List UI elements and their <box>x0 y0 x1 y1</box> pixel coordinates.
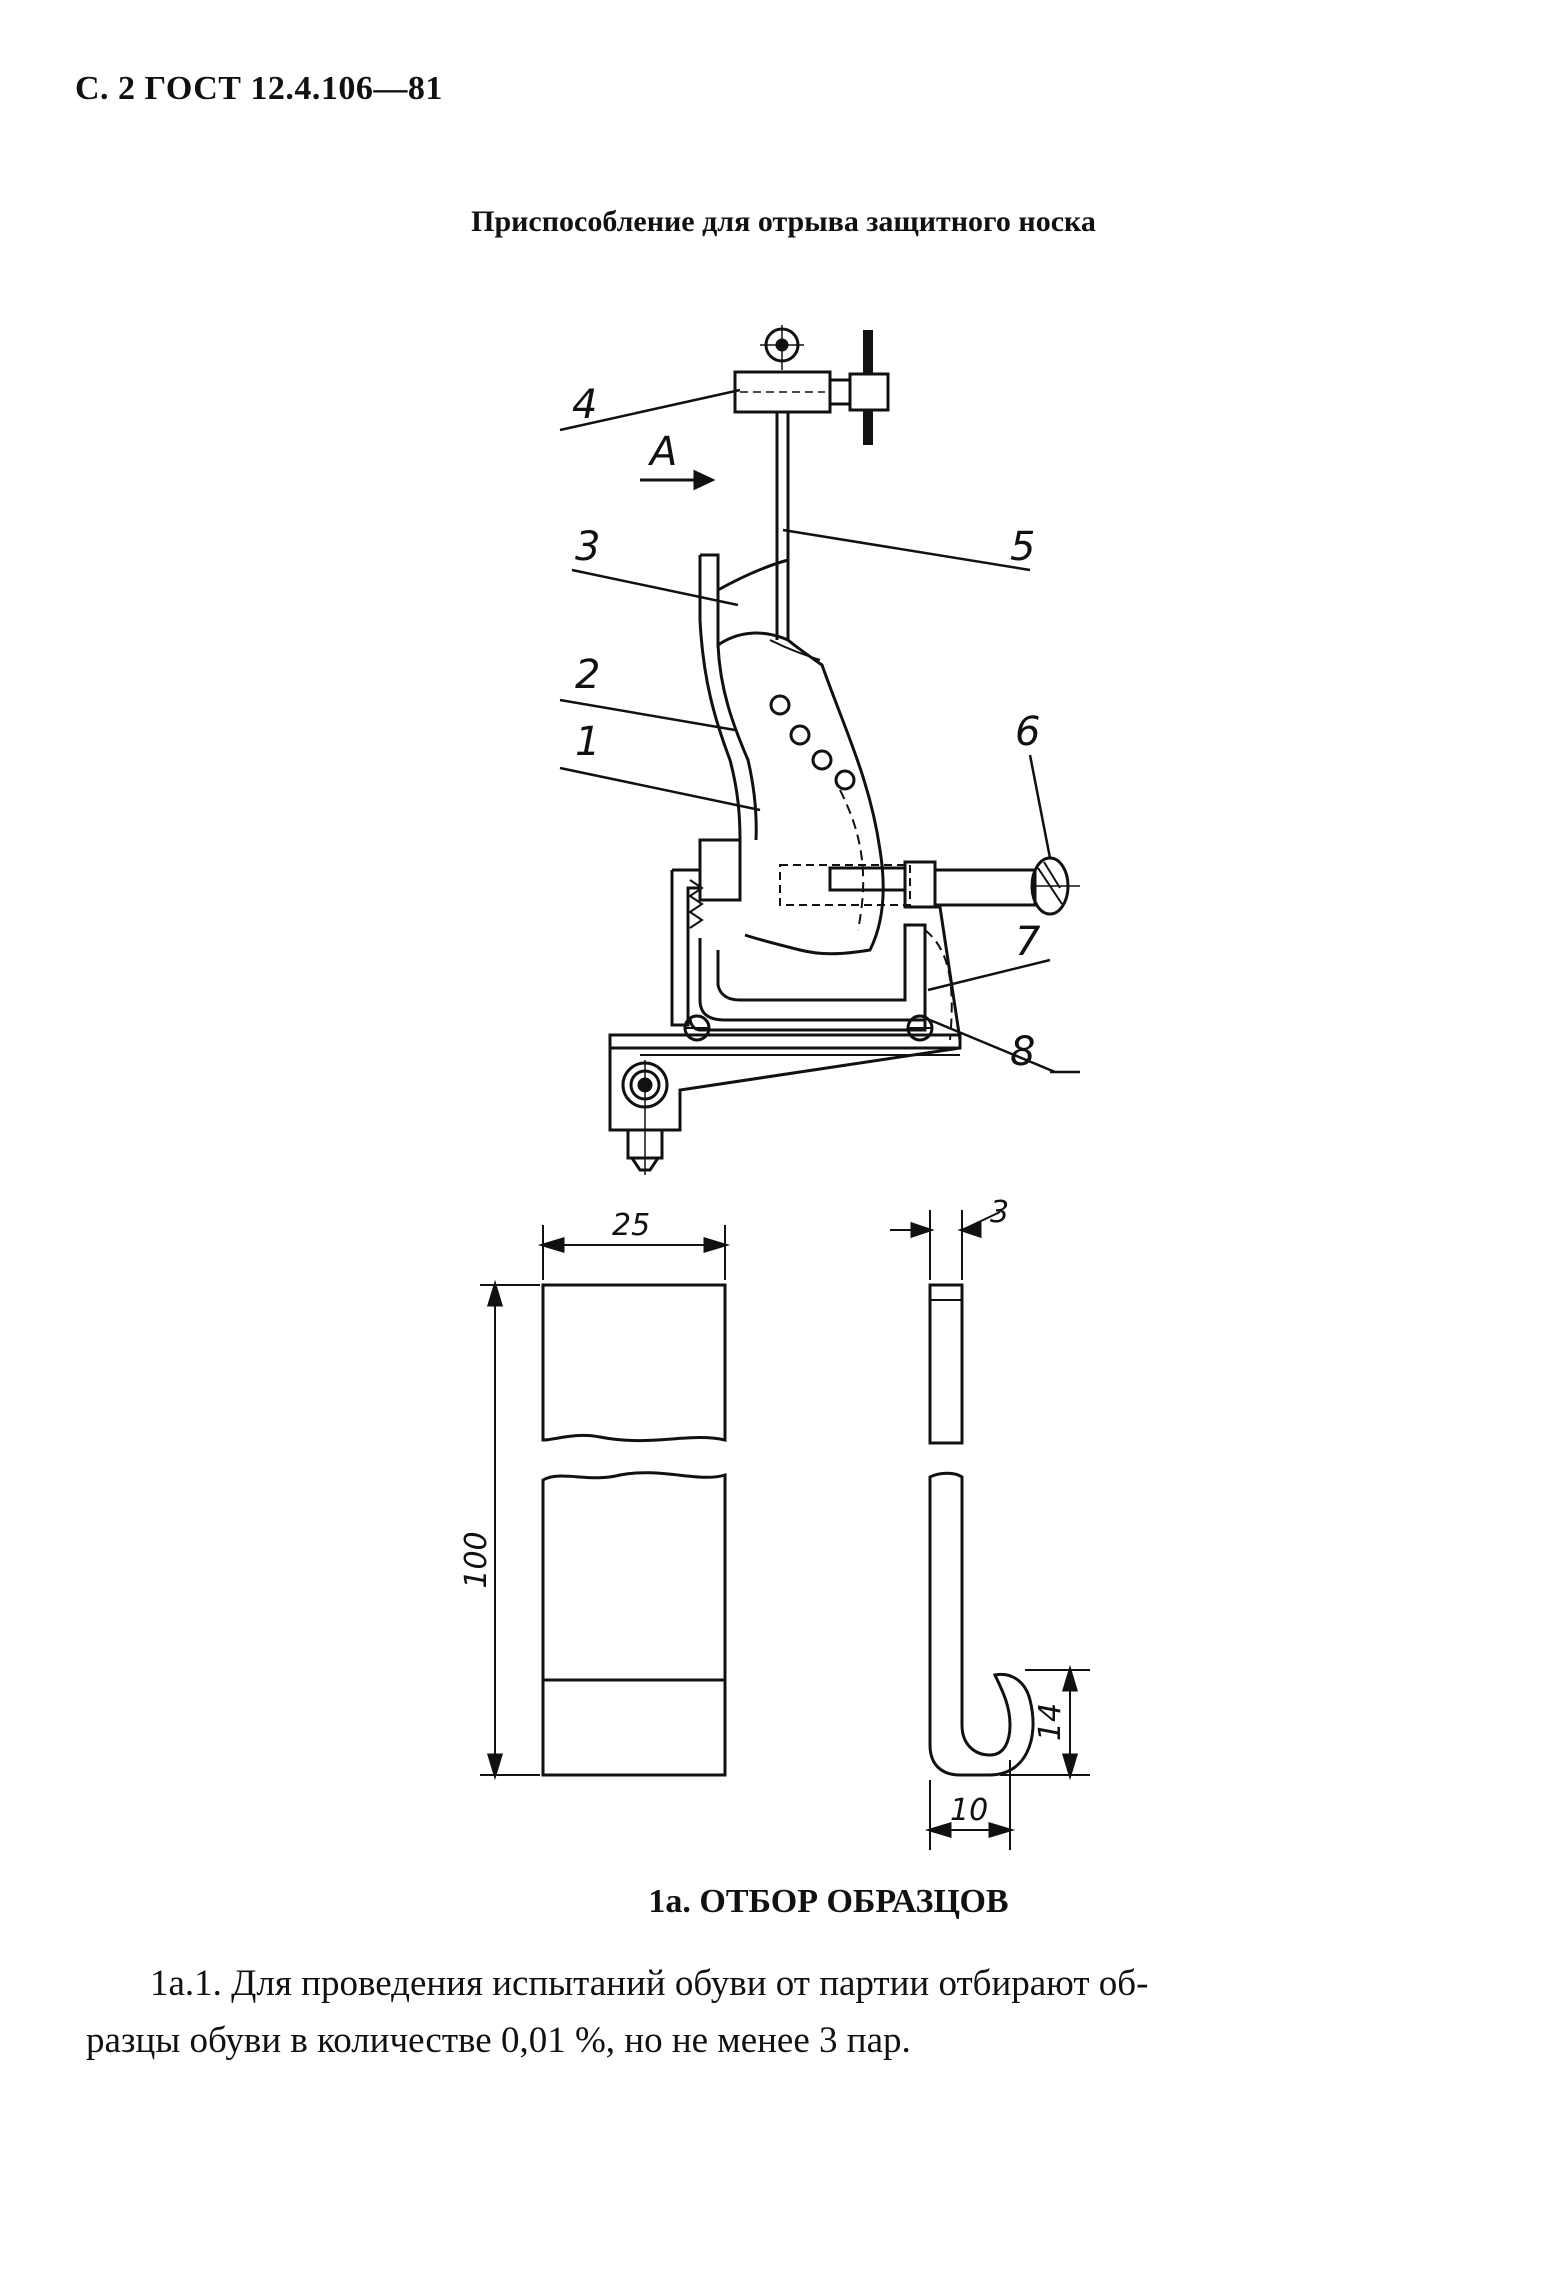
figure-title-text: Приспособление для отрыва защитного носк… <box>471 205 1096 238</box>
dim-hook-width-10: 10 <box>950 1793 988 1828</box>
paragraph-line-1: 1а.1. Для проведения испытаний обуви от … <box>150 1963 1149 2004</box>
callout-labels: 4 А 3 2 1 5 6 7 8 <box>572 382 1041 1075</box>
callout-6: 6 <box>1015 709 1040 755</box>
callout-5: 5 <box>1010 524 1035 570</box>
dim-length-100: 100 <box>459 1531 494 1588</box>
callout-1: 1 <box>575 719 600 765</box>
sample-strip-front <box>480 1225 731 1781</box>
base-frame <box>608 838 1080 1175</box>
dim-width-25: 25 <box>612 1208 650 1243</box>
callout-7: 7 <box>1015 919 1041 965</box>
section-title: 1а. ОТБОР ОБРАЗЦОВ <box>0 1883 1567 1921</box>
paragraph: 1а.1. Для проведения испытаний обуви от … <box>86 1955 1458 2069</box>
dim-thickness-3: 3 <box>990 1195 1009 1230</box>
callout-3: 3 <box>575 524 600 570</box>
top-clamp <box>733 325 890 445</box>
dimension-labels: 25 100 3 14 10 <box>459 1195 1068 1828</box>
callout-2: 2 <box>575 652 600 698</box>
page-header: С. 2 ГОСТ 12.4.106—81 <box>75 70 443 107</box>
rod <box>775 412 790 640</box>
arrow-label: А <box>647 429 677 475</box>
callout-8: 8 <box>1010 1029 1035 1075</box>
direction-arrow <box>640 469 716 491</box>
section-title-text: 1а. ОТБОР ОБРАЗЦОВ <box>648 1883 1009 1920</box>
figure-title: Приспособление для отрыва защитного носк… <box>0 205 1567 239</box>
sample-strip-side <box>890 1210 1090 1850</box>
paragraph-line-2: разцы обуви в количестве 0,01 %, но не м… <box>86 2020 911 2061</box>
shoe-toe <box>698 553 885 956</box>
callout-4: 4 <box>572 382 597 428</box>
leader-lines <box>559 388 1080 1074</box>
dim-hook-height-14: 14 <box>1033 1703 1068 1741</box>
